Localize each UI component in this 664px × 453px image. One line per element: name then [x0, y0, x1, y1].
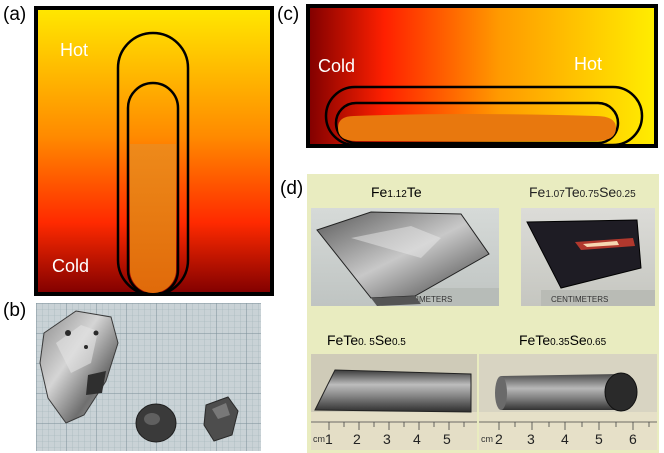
cold-label-c: Cold	[318, 56, 356, 76]
hot-label-a: Hot	[60, 40, 89, 60]
crystal	[526, 219, 642, 289]
svg-text:2: 2	[353, 431, 361, 447]
rod-crystal	[501, 374, 619, 410]
melt-charge	[130, 144, 176, 293]
rod-crystal	[314, 369, 472, 413]
outer-ampoule	[324, 85, 644, 147]
svg-text:cm: cm	[313, 434, 325, 444]
hot-label-c: Hot	[574, 54, 603, 74]
ruler-top-text: CENTIMETERS	[551, 295, 608, 304]
cold-label-a: Cold	[52, 256, 90, 276]
panel-label-c: (c)	[277, 4, 300, 25]
svg-text:3: 3	[527, 431, 535, 447]
crystal-on-grid-photo	[36, 303, 261, 451]
photo-fete05se05: cm 1 2 3 4 5	[311, 354, 477, 450]
inner-ampoule	[334, 101, 620, 145]
photo-fe112te: CENTIMETERS	[311, 208, 499, 306]
inner-ampoule	[126, 81, 180, 297]
svg-text:5: 5	[595, 431, 603, 447]
panel-label-a: (a)	[3, 4, 27, 25]
svg-text:3: 3	[383, 431, 391, 447]
svg-text:1: 1	[325, 431, 333, 447]
panel-a-furnace: Hot Cold	[34, 6, 274, 297]
crystal-fragment	[203, 396, 239, 442]
photo-fete035se065: cm 2 3 4 5 6	[479, 354, 657, 450]
svg-text:4: 4	[561, 431, 569, 447]
melt-charge	[338, 114, 616, 141]
ruler-right: cm 2 3 4 5 6	[479, 421, 657, 447]
vertical-furnace-diagram	[34, 6, 274, 297]
svg-text:cm: cm	[481, 434, 493, 444]
horizontal-furnace-diagram	[306, 4, 658, 148]
ruler-top-text: CENTIMETERS	[395, 295, 452, 304]
panel-b-photo	[36, 303, 261, 451]
svg-text:6: 6	[629, 431, 637, 447]
panel-label-d: (d)	[280, 178, 304, 199]
ruler-left: cm 1 2 3 4 5	[311, 421, 477, 447]
svg-text:5: 5	[443, 431, 451, 447]
panel-label-b: (b)	[3, 300, 27, 321]
panel-c-furnace: Cold Hot	[306, 4, 658, 148]
photo-fe107te075se025: CENTIMETERS	[521, 208, 655, 306]
svg-text:2: 2	[495, 431, 503, 447]
svg-text:4: 4	[413, 431, 421, 447]
